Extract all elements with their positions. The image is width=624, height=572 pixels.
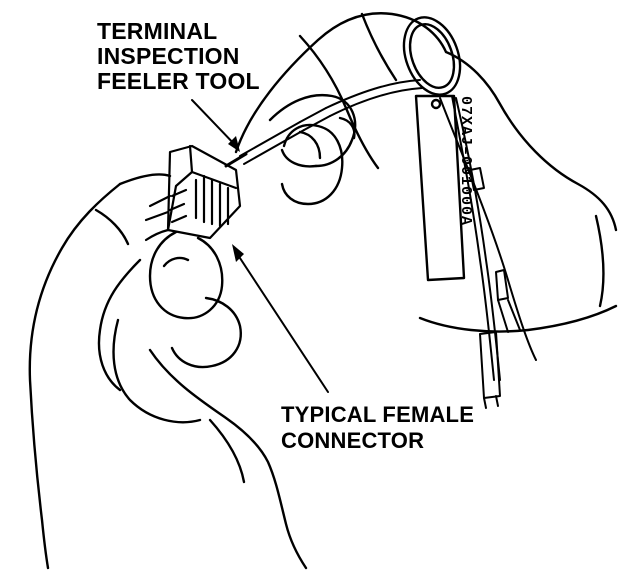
- left-hand: [28, 173, 308, 570]
- key-ring: [402, 16, 462, 96]
- feeler-tool-label-line-1: TERMINAL: [97, 18, 218, 44]
- probe-wires: [439, 95, 537, 409]
- tool-tag: [414, 94, 466, 282]
- tool-arrowhead: [228, 136, 240, 152]
- right-hand: [234, 12, 618, 333]
- feeler-tool-label-line-3: FEELER TOOL: [97, 68, 260, 94]
- female-connector: [144, 144, 242, 242]
- tool-leader-line: [191, 99, 239, 149]
- tag-part-number: 07XAJ–001000A: [457, 96, 474, 227]
- leader-lines: [191, 99, 329, 393]
- connector-label: TYPICAL FEMALE CONNECTOR: [281, 404, 474, 452]
- connector-leader-line: [235, 251, 329, 393]
- connector-label-line-2: CONNECTOR: [281, 428, 425, 453]
- feeler-tool: [224, 79, 423, 168]
- feeler-tool-label: TERMINAL INSPECTION FEELER TOOL: [97, 20, 260, 93]
- connector-arrowhead: [232, 244, 244, 262]
- connector-label-line-1: TYPICAL FEMALE: [281, 402, 475, 427]
- feeler-tool-label-line-2: INSPECTION: [97, 43, 240, 69]
